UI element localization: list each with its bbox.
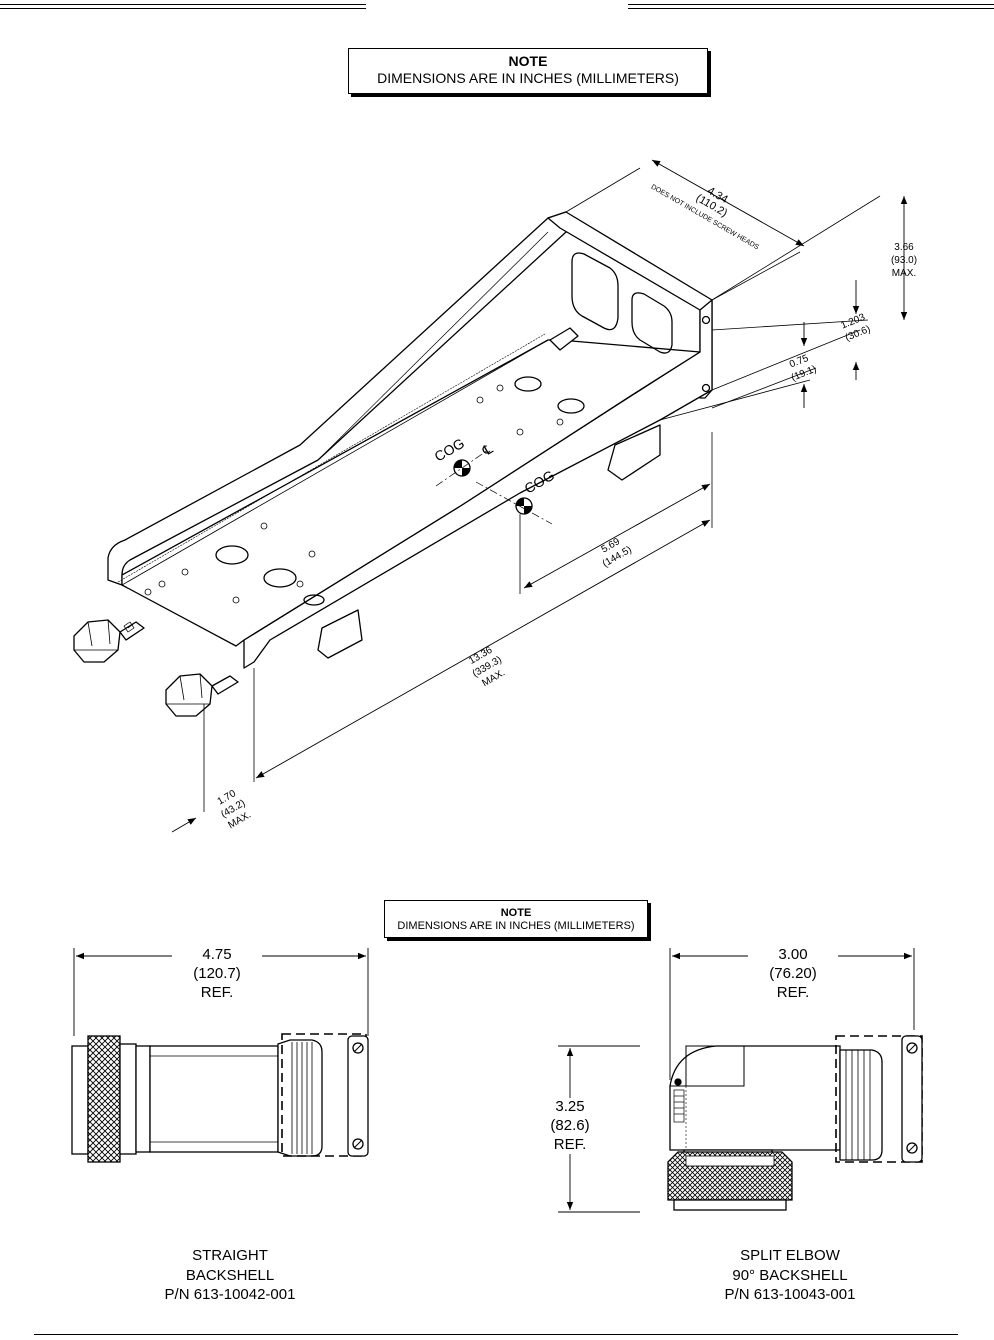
note-body: DIMENSIONS ARE IN INCHES (MILLIMETERS): [377, 69, 679, 86]
floor-hole: [514, 376, 542, 392]
elbow-body: [669, 1045, 841, 1151]
extension-lines: [203, 167, 881, 812]
header-rule-right: [628, 4, 994, 5]
dim-value: 3.00: [778, 946, 808, 963]
thumb-knob: [165, 673, 239, 717]
ribbed-body: [277, 1039, 323, 1157]
elbow-backshell: [667, 1035, 923, 1211]
note-body: DIMENSIONS ARE IN INCHES (MILLIMETERS): [397, 920, 635, 933]
dim-1-70: 1.70 (43.2) MAX.: [216, 788, 254, 831]
dim-3-00: 3.00 (76.20) REF.: [748, 946, 838, 1003]
straight-backshell: [71, 1033, 369, 1163]
dim-13-36: 13.36 (339.3) MAX.: [467, 645, 507, 690]
floor-hole: [557, 398, 585, 414]
caption-line: 90° BACKSHELL: [732, 1266, 848, 1284]
note-title: NOTE: [500, 907, 532, 919]
dim-ref: REF.: [553, 1135, 587, 1153]
caption-line: P/N 613-10042-001: [164, 1286, 296, 1303]
caption-line: SPLIT ELBOW: [740, 1247, 840, 1264]
elbow-ribbed: [839, 1049, 883, 1161]
dim-mm: (93.0): [891, 255, 917, 266]
dim-3-25: 3.25 (82.6) REF.: [540, 1098, 600, 1155]
note-box-top: NOTE DIMENSIONS ARE IN INCHES (MILLIMETE…: [348, 48, 708, 94]
dim-4-75: 4.75 (120.7) REF.: [172, 946, 262, 1003]
dim-mm: (82.6): [550, 1116, 590, 1134]
elbow-caption: SPLIT ELBOW 90° BACKSHELL P/N 613-10043-…: [690, 1246, 890, 1305]
note-box-bottom: NOTE DIMENSIONS ARE IN INCHES (MILLIMETE…: [384, 900, 648, 938]
caption-line: BACKSHELL: [185, 1266, 275, 1284]
dimension-lines: [171, 159, 908, 833]
dim-note: DOES NOT INCLUDE SCREW HEADS: [650, 184, 760, 252]
dim-ref: REF.: [200, 983, 234, 1001]
header-rule-left-2: [0, 8, 366, 9]
thumb-knob: [73, 619, 145, 663]
knurled-nut: [87, 1035, 121, 1163]
dim-5-69: 5.69 (144.5): [600, 536, 634, 570]
dim-suffix: MAX.: [892, 268, 916, 279]
dim-4-34: 4.34 (110.2) DOES NOT INCLUDE SCREW HEAD…: [650, 184, 760, 252]
cable-clamp: [347, 1035, 369, 1157]
dim-mm: (76.20): [769, 964, 817, 982]
dim-mm: (120.7): [193, 964, 241, 982]
tray-cutout-2: [631, 292, 673, 354]
cog-marker: [435, 449, 489, 487]
floor-hole: [215, 545, 249, 565]
header-rule-right-2: [628, 8, 994, 9]
tray-foot: [607, 424, 661, 481]
dim-ref: REF.: [776, 983, 810, 1001]
tray-back-box: [547, 211, 713, 399]
dim-value: 3.66: [894, 242, 914, 253]
header-rule-left: [0, 4, 366, 5]
tray-cutout-1: [571, 252, 619, 331]
tray-floor: [121, 339, 701, 647]
tray-foot: [317, 609, 363, 659]
dim-3-66: 3.66 (93.0) MAX.: [891, 242, 917, 279]
caption-line: P/N 613-10043-001: [724, 1286, 856, 1303]
dim-0-75: 0.75 (19.1): [788, 353, 818, 384]
note-title: NOTE: [508, 53, 548, 69]
cable-clamp: [901, 1035, 923, 1163]
mounting-tray: [73, 211, 713, 717]
straight-caption: STRAIGHT BACKSHELL P/N 613-10042-001: [130, 1246, 330, 1305]
dim-1-203: 1.203 (30.6): [839, 312, 872, 344]
dim-value: 3.25: [555, 1098, 585, 1115]
caption-line: STRAIGHT: [192, 1247, 268, 1264]
dim-value: 4.75: [202, 946, 232, 963]
footer-rule: [34, 1334, 958, 1335]
